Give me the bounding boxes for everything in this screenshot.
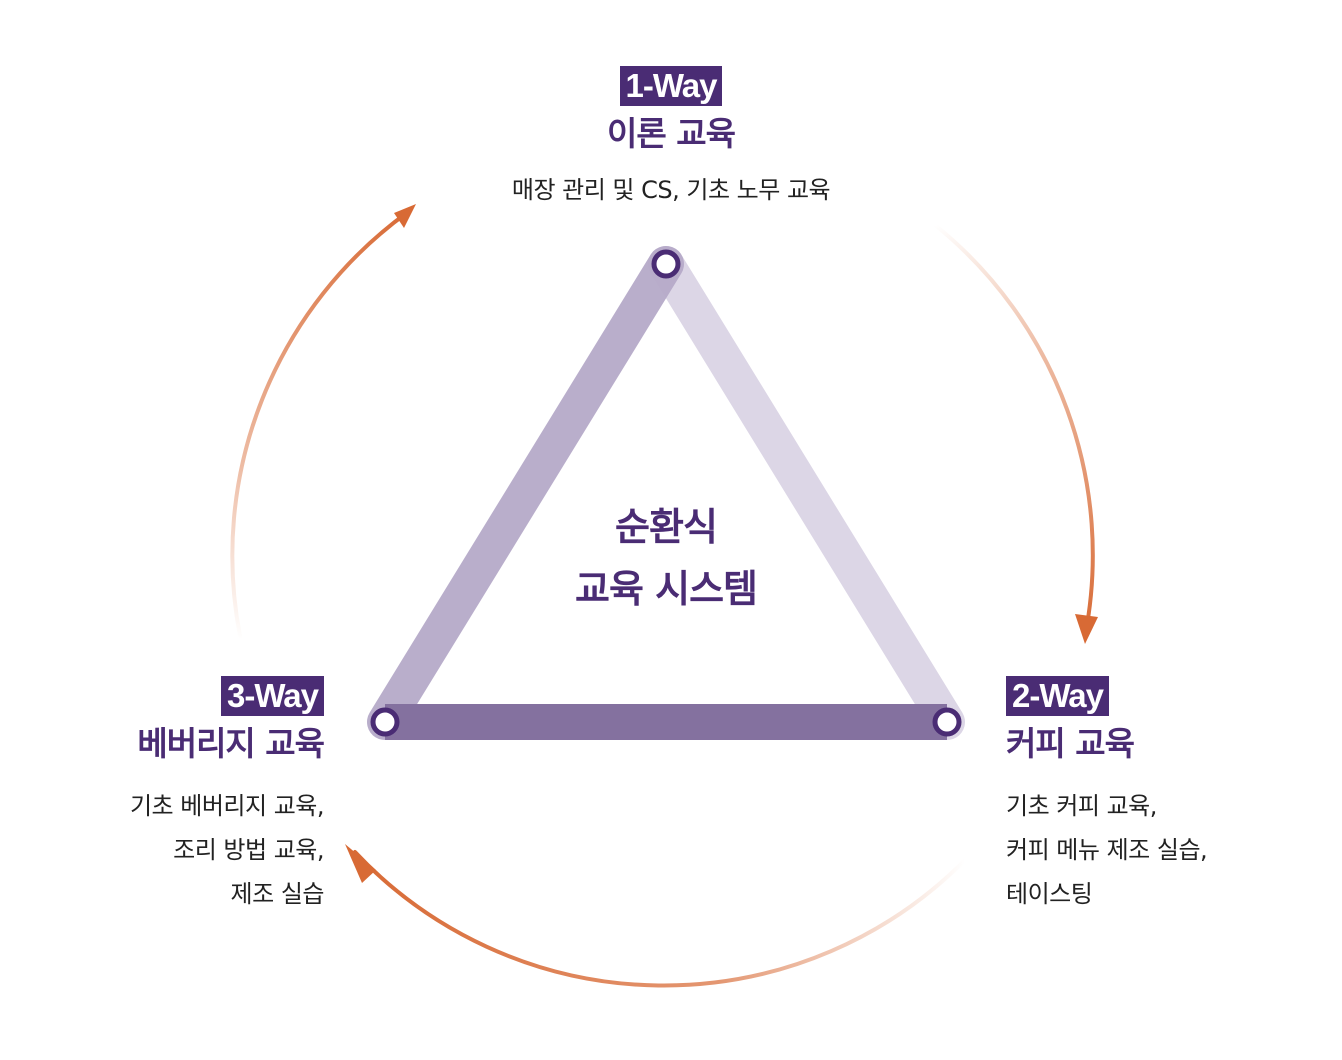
arrowhead-top-icon [394,204,416,228]
stage-desc-line: 기초 커피 교육, [1006,792,1157,820]
stage-desc-line: 매장 관리 및 CS, 기초 노무 교육 [511,176,831,204]
stage-1way: 1-Way 이론 교육 매장 관리 및 CS, 기초 노무 교육 [371,66,971,212]
stage-3way: 3-Way 베버리지 교육 기초 베버리지 교육, 조리 방법 교육, 제조 실… [20,676,325,916]
stage-badge-2way: 2-Way [1006,676,1109,716]
stage-badge-3way: 3-Way [221,676,324,716]
stage-title-3way: 베버리지 교육 [137,724,325,763]
stage-desc-line: 조리 방법 교육, [173,836,324,864]
stage-desc-line: 기초 베버리지 교육, [129,792,325,820]
stage-desc-3way: 기초 베버리지 교육, 조리 방법 교육, 제조 실습 [129,784,325,916]
stage-title-1way: 이론 교육 [607,114,736,153]
stage-desc-1way: 매장 관리 및 CS, 기초 노무 교육 [511,168,831,212]
center-title-line1: 순환식 [615,505,718,549]
cycle-arrow-right-to-left [353,850,967,988]
stage-badge-1way: 1-Way [619,66,723,106]
arrowhead-left-icon [345,844,376,883]
stage-2way: 2-Way 커피 교육 기초 커피 교육, 커피 메뉴 제조 실습, 테이스팅 [1006,676,1326,916]
stage-desc-line: 테이스팅 [1006,880,1093,908]
stage-desc-line: 커피 메뉴 제조 실습, [1006,836,1208,864]
center-title-line2: 교육 시스템 [574,567,758,611]
center-title: 순환식 교육 시스템 [471,496,861,620]
cycle-arrow-top-to-right [933,223,1095,638]
triangle-edge-left [367,246,684,740]
stage-title-2way: 커피 교육 [1006,724,1135,763]
stage-desc-line: 제조 실습 [230,880,325,908]
triangle-edge-right [648,246,965,740]
cycle-arrow-left-to-top [230,210,410,638]
vertex-node-left [370,707,400,737]
arrowhead-right-icon [1075,614,1098,644]
vertex-node-right [932,707,962,737]
vertex-node-top [651,249,681,279]
stage-desc-2way: 기초 커피 교육, 커피 메뉴 제조 실습, 테이스팅 [1006,784,1208,916]
